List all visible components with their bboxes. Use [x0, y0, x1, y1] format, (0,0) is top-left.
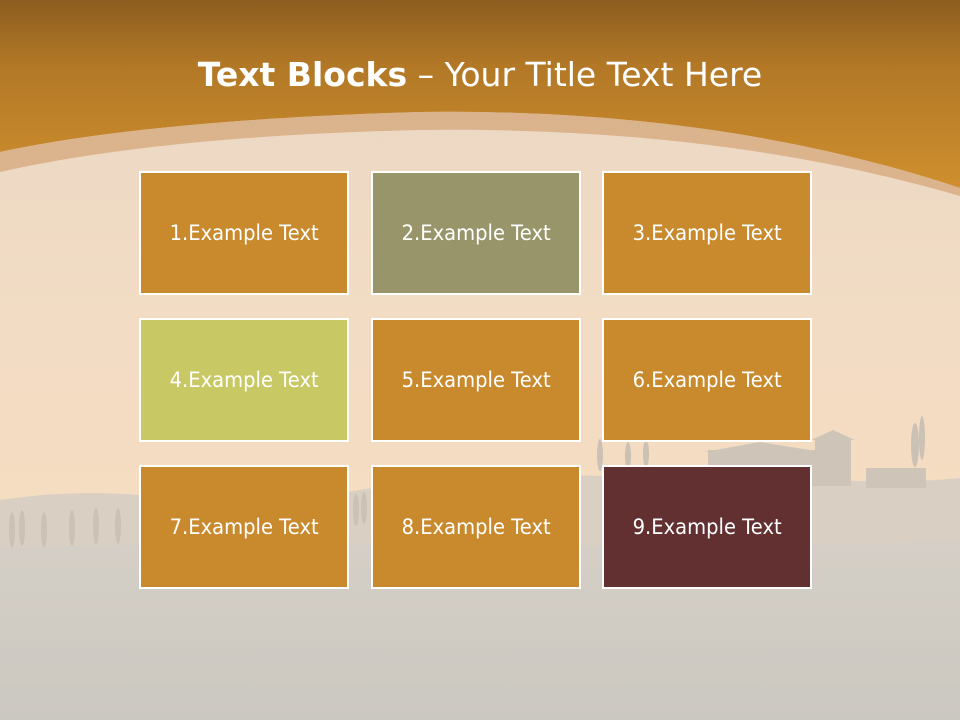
text-block-label: 2.Example Text — [401, 221, 551, 245]
title-rest: Your Title Text Here — [444, 55, 763, 94]
text-block-label: 5.Example Text — [401, 368, 551, 392]
text-block-label: 3.Example Text — [632, 221, 782, 245]
text-block-label: 8.Example Text — [401, 515, 551, 539]
title-bold: Text Blocks — [197, 55, 408, 94]
text-block-label: 7.Example Text — [169, 515, 319, 539]
text-block-1: 1.Example Text — [139, 171, 349, 295]
text-block-label: 6.Example Text — [632, 368, 782, 392]
slide-title: Text Blocks – Your Title Text Here — [0, 52, 960, 98]
text-block-9: 9.Example Text — [602, 465, 812, 589]
text-block-7: 7.Example Text — [139, 465, 349, 589]
text-block-3: 3.Example Text — [602, 171, 812, 295]
text-block-5: 5.Example Text — [371, 318, 581, 442]
title-separator: – — [407, 55, 445, 94]
text-block-label: 1.Example Text — [169, 221, 319, 245]
text-block-4: 4.Example Text — [139, 318, 349, 442]
text-block-8: 8.Example Text — [371, 465, 581, 589]
text-block-2: 2.Example Text — [371, 171, 581, 295]
text-block-label: 4.Example Text — [169, 368, 319, 392]
text-block-label: 9.Example Text — [632, 515, 782, 539]
text-block-6: 6.Example Text — [602, 318, 812, 442]
